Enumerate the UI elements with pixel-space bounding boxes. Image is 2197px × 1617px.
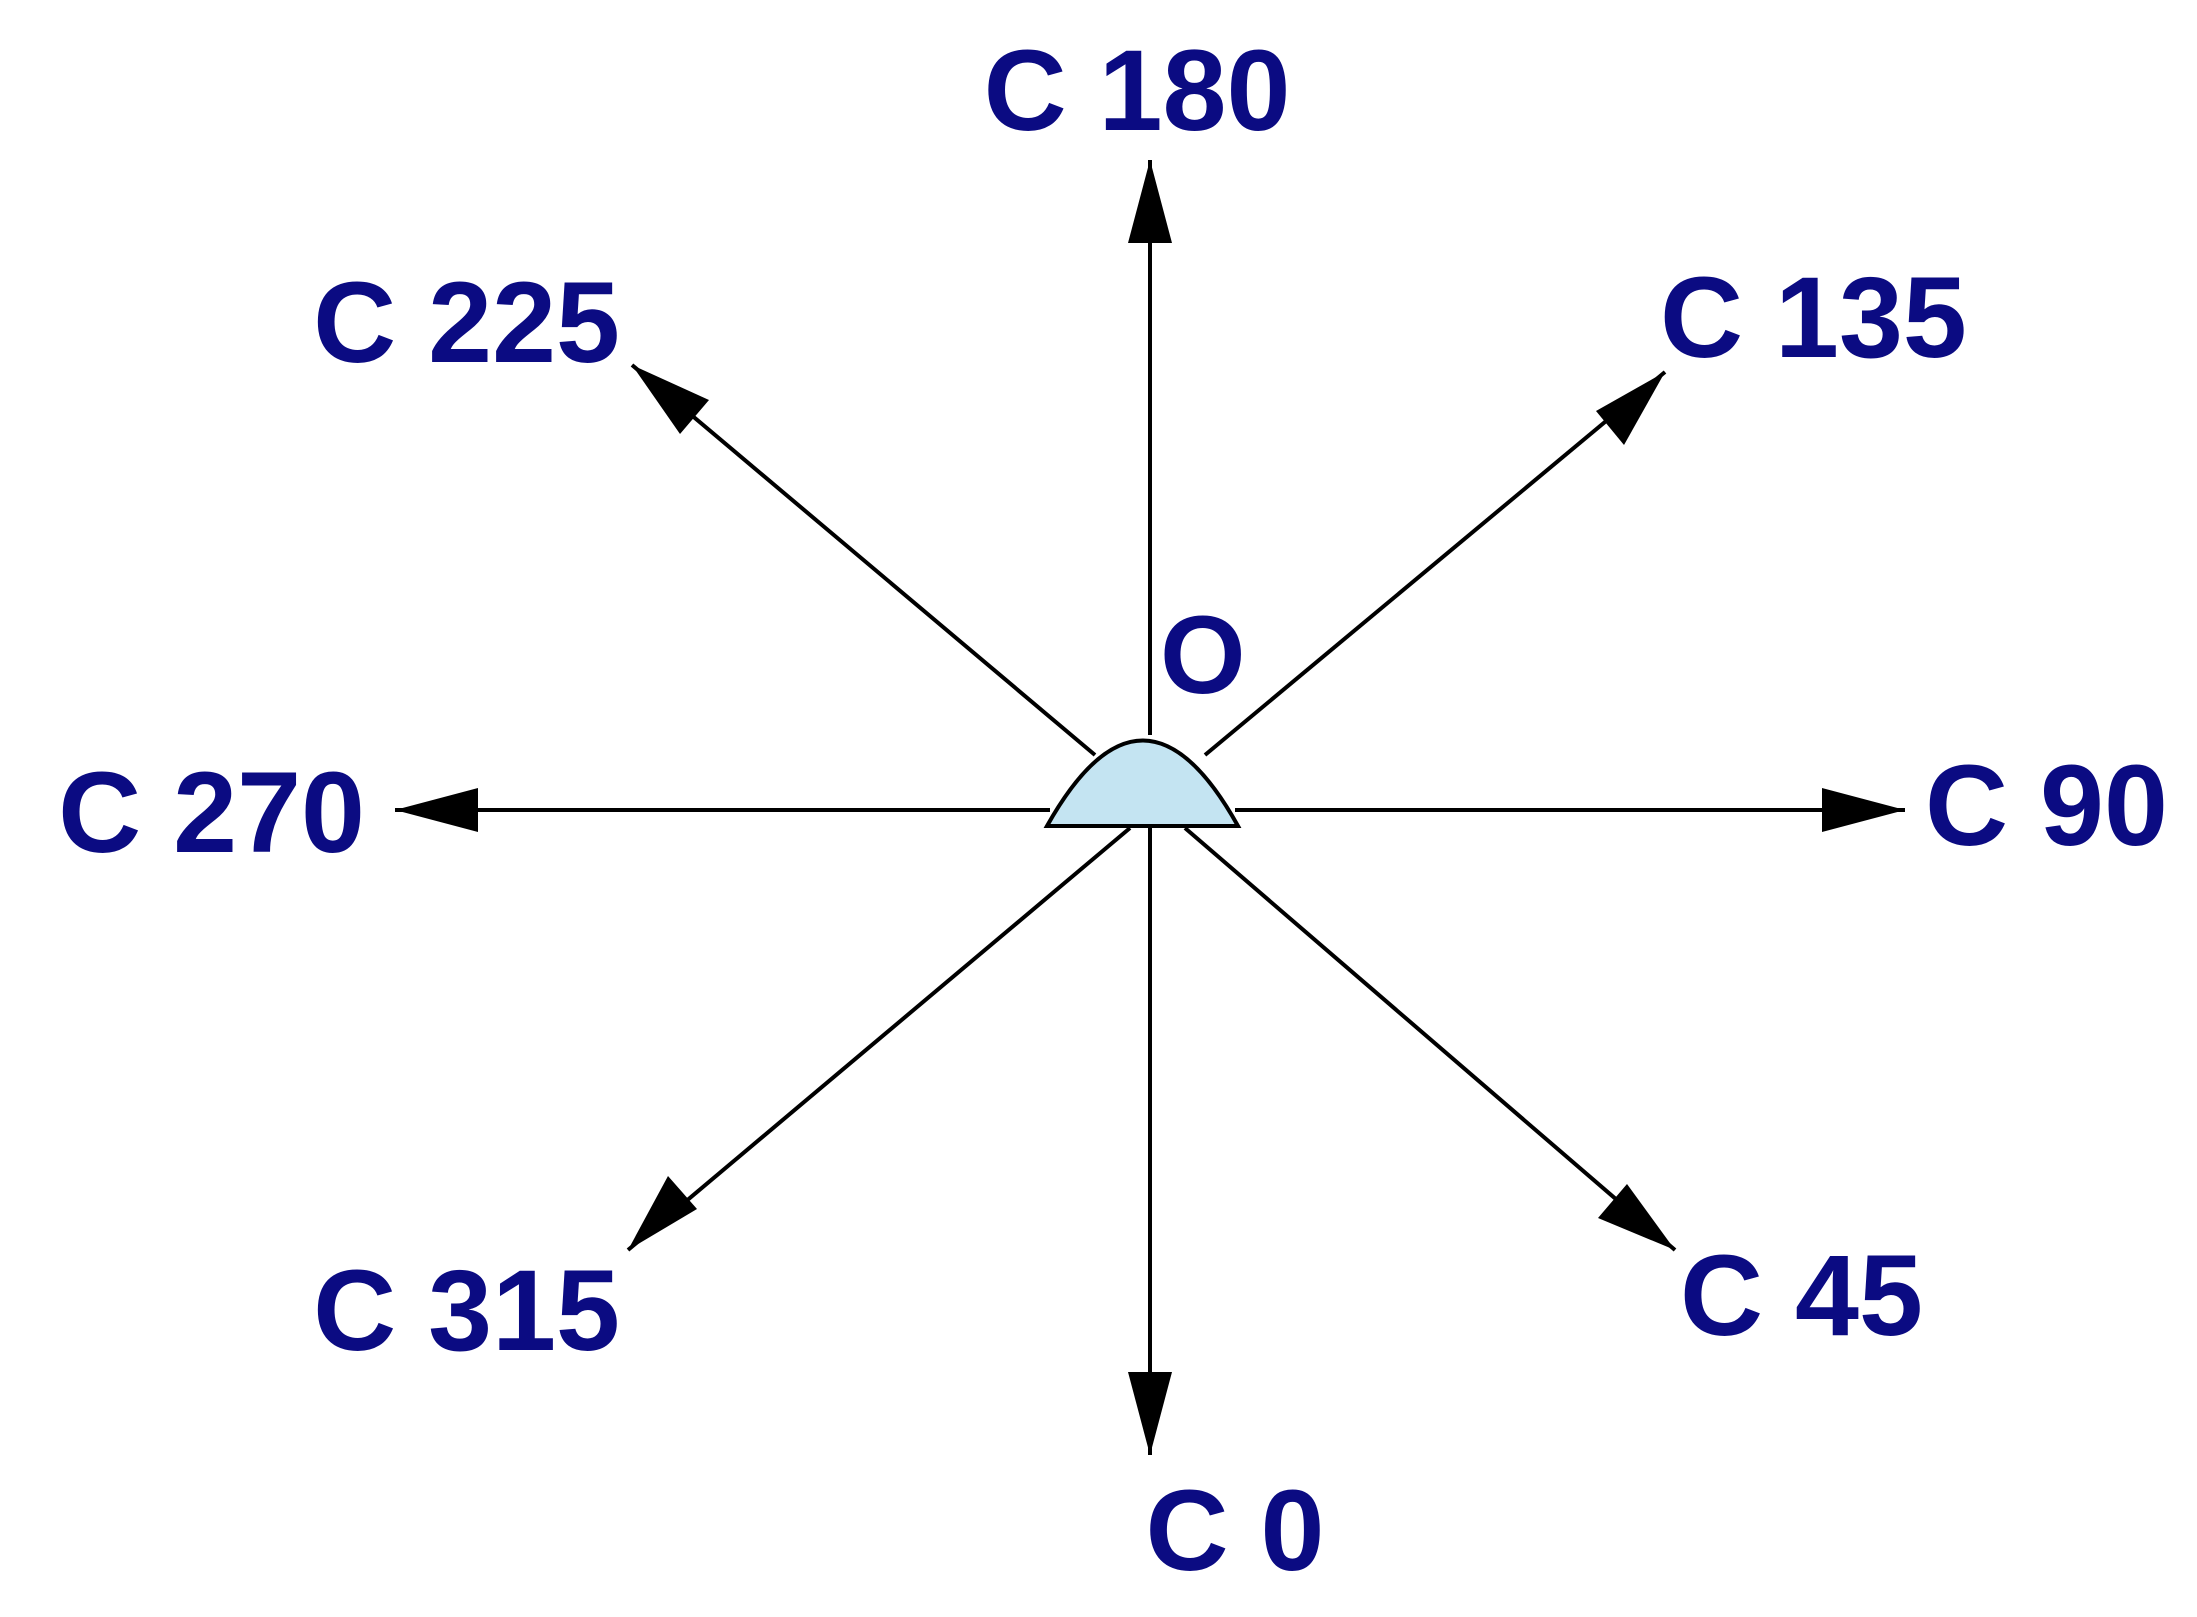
arrowheads — [395, 160, 1905, 1455]
label-c315: C 315 — [313, 1247, 620, 1375]
label-c45: C 45 — [1680, 1232, 1923, 1360]
ray-c135 — [1203, 370, 1667, 757]
direction-labels: C 0 C 45 C 90 C 135 C 180 C 225 C 270 C … — [58, 27, 2168, 1595]
arrowhead-c315 — [628, 1176, 697, 1250]
arrowhead-c0 — [1128, 1372, 1172, 1455]
ray-c45 — [1183, 826, 1677, 1252]
label-c90: C 90 — [1925, 742, 2168, 870]
label-c0: C 0 — [1146, 1467, 1325, 1595]
arrowhead-c135 — [1596, 372, 1665, 445]
arrowhead-c180 — [1128, 160, 1172, 243]
arrowhead-c225 — [632, 365, 709, 434]
arrowhead-c270 — [395, 788, 478, 832]
ray-c225 — [630, 363, 1097, 757]
label-c180: C 180 — [984, 27, 1291, 155]
light-source-dome — [1043, 738, 1242, 828]
direction-rays — [395, 160, 1905, 1455]
label-c270: C 270 — [58, 749, 365, 877]
label-c135: C 135 — [1660, 254, 1967, 382]
origin-label: O — [1160, 594, 1246, 717]
arrowhead-c90 — [1822, 788, 1905, 832]
arrowhead-c45 — [1598, 1184, 1675, 1250]
ray-c315 — [626, 826, 1132, 1252]
label-c225: C 225 — [313, 259, 620, 387]
